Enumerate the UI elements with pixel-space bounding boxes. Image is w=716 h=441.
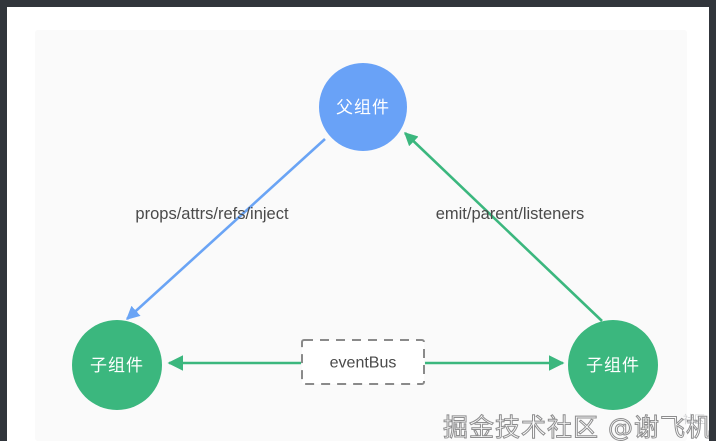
child-right-circle[interactable] bbox=[568, 320, 658, 410]
node-event-bus[interactable]: eventBus bbox=[301, 339, 425, 385]
node-child-component-left[interactable]: 子组件 bbox=[72, 320, 162, 410]
event-bus-box[interactable] bbox=[301, 339, 425, 385]
diagram-canvas: 父组件 子组件 子组件 eventBus props/attrs/refs/in… bbox=[72, 63, 658, 410]
edge-line-props bbox=[125, 138, 326, 320]
edge-label-props-attrs-refs-inject: props/attrs/refs/inject bbox=[135, 205, 289, 223]
event-bus-label: eventBus bbox=[330, 355, 397, 372]
node-parent-component[interactable]: 父组件 bbox=[319, 63, 407, 151]
edge-parent-to-child-left bbox=[125, 138, 326, 320]
child-left-circle[interactable] bbox=[72, 320, 162, 410]
child-left-label: 子组件 bbox=[90, 356, 144, 376]
edge-label-emit-parent-listeners: emit/parent/listeners bbox=[436, 205, 585, 223]
parent-component-label: 父组件 bbox=[336, 98, 390, 118]
parent-component-circle[interactable] bbox=[319, 63, 407, 151]
edge-line-emit bbox=[404, 132, 603, 322]
child-right-label: 子组件 bbox=[586, 356, 640, 376]
edge-child-right-to-parent bbox=[404, 132, 603, 322]
node-child-component-right[interactable]: 子组件 bbox=[568, 320, 658, 410]
